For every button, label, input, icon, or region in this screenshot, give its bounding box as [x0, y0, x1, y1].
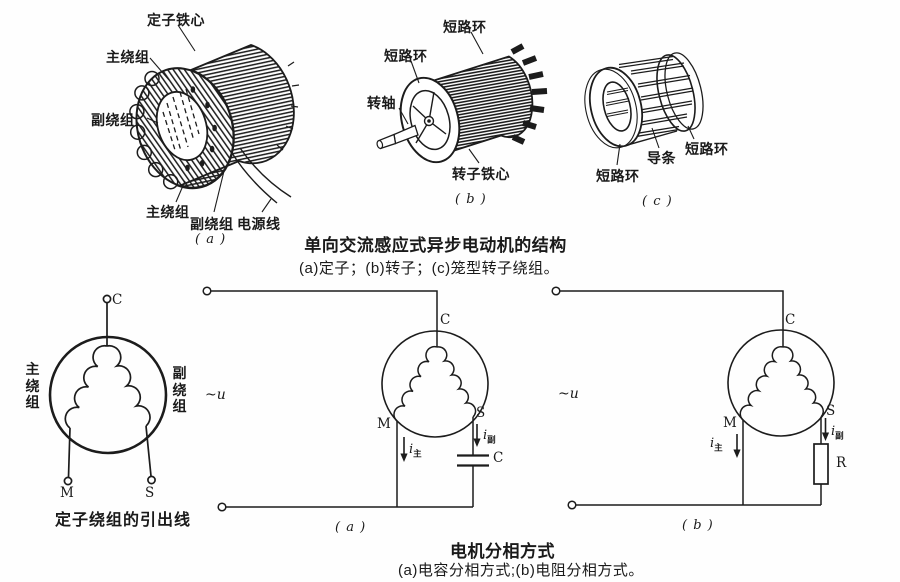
rotor-drawing [376, 31, 548, 164]
rotor-tag: ( b ) [455, 192, 487, 207]
stator-coil-bumps [129, 70, 179, 190]
cage-leader-lines [616, 125, 695, 166]
stator-outer-edge [135, 67, 235, 189]
stator-main-winding-top-label: 主绕组 [106, 49, 150, 65]
cage-bars-through-bore [605, 87, 630, 118]
circuit-a-terminal-c-label: C [440, 312, 451, 328]
stator-power-line-label: 电源线 [237, 216, 281, 232]
stator-bore-hatch [162, 88, 200, 152]
stator-leader-lines [146, 24, 272, 213]
resistor-symbol [813, 443, 829, 485]
motor-circle-a [381, 330, 489, 438]
leadout-main-winding-label: 主绕组 [25, 361, 40, 410]
terminal-s [147, 475, 156, 485]
terminal-m [63, 476, 73, 486]
stator-drawing [129, 24, 300, 213]
leadout-motor-circle [48, 335, 168, 455]
rotor-ring-left-label: 短路环 [384, 48, 428, 64]
stator-aux-winding-bottom-label: 副绕组 [190, 216, 234, 232]
rotor-leader-lines [398, 31, 484, 164]
motor-structure-caption-sub: (a)定子；(b)转子；(c)笼型转子绕组。 [299, 260, 560, 277]
source-terminal-top-a [202, 286, 212, 296]
rotor-core-label: 转子铁心 [452, 166, 510, 182]
source-terminal-bottom-b [567, 500, 577, 510]
aux-coil-a [436, 346, 477, 418]
circuit-b-current-main-label: i主 [710, 436, 723, 453]
capacitor-symbol [457, 454, 489, 467]
source-terminal-bottom-a [217, 502, 227, 512]
leadout-caption: 定子绕组的引出线 [55, 512, 192, 529]
capacitor-label: C [493, 450, 504, 466]
main-coil-a [393, 345, 438, 422]
circuit-a-tag: ( a ) [335, 520, 367, 535]
current-arrow-main-a [400, 437, 408, 462]
phase-split-caption-sub: (a)电容分相方式;(b)电阻分相方式。 [398, 562, 644, 579]
circuit-a-current-aux-label: i副 [483, 428, 496, 445]
leadout-aux-coil [106, 344, 151, 427]
circuit-a-current-main-label: i主 [409, 442, 422, 459]
rotor-shaft-cap [376, 139, 384, 150]
circuit-b-diagram [551, 286, 835, 510]
terminal-c [102, 294, 112, 304]
current-arrow-aux-b [821, 418, 830, 441]
rotor-end-ring-inner [409, 89, 451, 151]
aux-coil-b [782, 346, 824, 418]
motor-structure-caption-title: 单向交流感应式异步电动机的结构 [304, 236, 567, 255]
rotor-ring-top-label: 短路环 [443, 19, 487, 35]
rotor-hub-dot [427, 119, 431, 123]
cage-ring-right-label: 短路环 [685, 141, 729, 157]
cage-bar-label: 导条 [647, 150, 676, 166]
circuit-b-source-label: ~u [558, 386, 579, 402]
circuit-a-terminal-m-label: M [377, 416, 391, 432]
stator-tag: ( a ) [195, 232, 227, 247]
current-arrow-aux-a [473, 424, 481, 447]
stator-main-winding-bottom-label: 主绕组 [146, 204, 190, 220]
stator-aux-winding-left-label: 副绕组 [91, 112, 135, 128]
rotor-shaft-label: 转轴 [367, 95, 396, 111]
cage-left-ring-edge [584, 68, 638, 149]
stator-power-wires [231, 147, 292, 204]
phase-split-caption-title: 电机分相方式 [450, 542, 555, 561]
cage-ring-left-label: 短路环 [596, 168, 640, 184]
circuit-b-terminal-m-label: M [723, 415, 737, 431]
cage-bottom-edge [623, 130, 678, 147]
current-arrow-main-b [733, 434, 741, 458]
stator-slot-openings [185, 86, 217, 172]
circuit-a-source-label: ~u [205, 387, 226, 403]
leadout-terminal-c-label: C [112, 292, 123, 308]
circuit-b-tag: ( b ) [682, 518, 714, 533]
main-coil-b [739, 345, 784, 421]
leadout-aux-winding-label: 副绕组 [172, 365, 187, 414]
leadout-main-coil [64, 344, 108, 429]
circuit-b-current-aux-label: i副 [831, 424, 844, 441]
circuit-a-diagram [202, 286, 489, 512]
leadout-diagram [48, 294, 168, 486]
cage-drawing [584, 52, 704, 166]
circuit-b-terminal-s-label: S [826, 403, 836, 419]
circuit-a-terminal-s-label: S [476, 405, 486, 421]
resistor-label: R [836, 455, 847, 471]
stator-rim-slots [276, 61, 300, 151]
source-terminal-top-b [551, 286, 561, 296]
motor-circle-b [727, 329, 835, 437]
leadout-terminal-m-label: M [60, 485, 74, 501]
circuit-b-terminal-c-label: C [785, 312, 796, 328]
stator-winding-ring [136, 67, 234, 189]
leadout-terminal-s-label: S [145, 485, 155, 501]
stator-core-label: 定子铁心 [147, 12, 205, 28]
cage-tag: ( c ) [642, 194, 673, 209]
